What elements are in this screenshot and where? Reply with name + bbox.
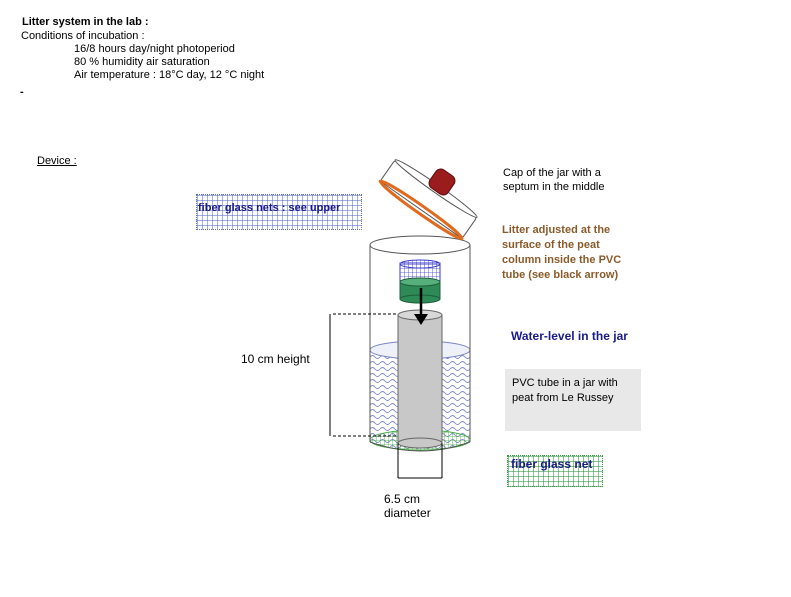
- condition-humidity: 80 % humidity air saturation: [74, 56, 210, 68]
- page-title: Litter system in the lab :: [22, 16, 149, 28]
- pvc-label: PVC tube in a jar with peat from Le Russ…: [512, 377, 618, 404]
- diameter-dimension: [397, 443, 443, 479]
- fiber-net-box: [507, 455, 603, 487]
- fiber-net-label: fiber glass net: [511, 457, 593, 471]
- jar-cap: [378, 159, 478, 241]
- conditions-label: Conditions of incubation :: [21, 30, 145, 42]
- jar-outline: [369, 235, 471, 452]
- litter-label: Litter adjusted at the surface of the pe…: [502, 224, 622, 281]
- pvc-label-box: [505, 369, 641, 431]
- septum: [428, 168, 456, 196]
- diameter-label: 6.5 cm diameter: [384, 492, 431, 520]
- condition-photoperiod: 16/8 hours day/night photoperiod: [74, 43, 235, 55]
- litter-arrow: [414, 288, 428, 325]
- water-level-label: Water-level in the jar: [511, 329, 628, 343]
- fiber-nets-box: [196, 194, 362, 230]
- device-label: Device :: [37, 155, 77, 167]
- pvc-tube: [397, 309, 443, 449]
- condition-temperature: Air temperature : 18°C day, 12 °C night: [74, 69, 265, 81]
- cap-label: Cap of the jar with a septum in the midd…: [503, 167, 605, 193]
- height-label: 10 cm height: [241, 352, 310, 366]
- fiber-nets-label: fiber glass nets : see upper: [198, 202, 341, 214]
- height-dimension: [329, 313, 398, 437]
- dash-mark: -: [20, 86, 24, 98]
- litter-holder: [399, 259, 441, 304]
